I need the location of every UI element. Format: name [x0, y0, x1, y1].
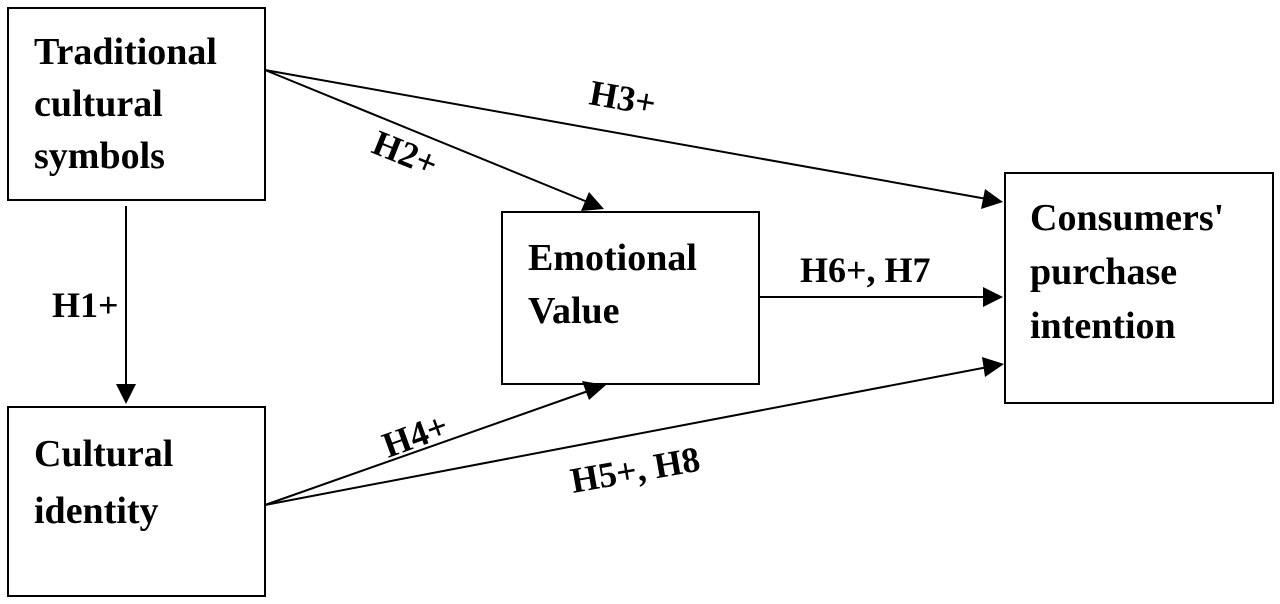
- edge-label-h3: H3+: [587, 72, 659, 123]
- edge-h4: H4+: [264, 381, 606, 506]
- node-label-line: symbols: [34, 135, 165, 177]
- edge-h2: H2+: [264, 69, 604, 211]
- node-label-line: identity: [34, 490, 159, 532]
- node-label-line: purchase: [1030, 251, 1177, 293]
- arrowhead-icon: [116, 384, 136, 404]
- node-box: [501, 211, 760, 385]
- edge-label-h1: H1+: [52, 285, 119, 325]
- edge-label-h4: H4+: [377, 405, 453, 465]
- node-label-line: Consumers': [1030, 197, 1224, 239]
- edge-h6: H6+, H7: [759, 250, 1003, 307]
- node-emotional-value: Emotional Value: [501, 211, 760, 385]
- arrowhead-icon: [982, 357, 1004, 377]
- node-box: [1004, 172, 1274, 404]
- arrowhead-icon: [981, 189, 1003, 209]
- edge-h3: H3+: [264, 69, 1003, 209]
- node-label-line: Value: [528, 290, 620, 332]
- arrowhead-icon: [582, 381, 606, 400]
- arrow-line: [264, 366, 989, 506]
- node-cultural-identity: Cultural identity: [7, 406, 266, 597]
- node-box: [7, 406, 266, 597]
- arrow-line: [264, 69, 988, 200]
- node-label-line: Cultural: [34, 433, 173, 475]
- node-label-line: intention: [1030, 305, 1176, 347]
- edge-label-h6: H6+, H7: [800, 250, 931, 290]
- arrowhead-icon: [581, 192, 604, 211]
- node-label-line: cultural: [34, 83, 163, 125]
- svg-text:Traditional cultural: Traditional cultural symbols: [34, 31, 227, 177]
- svg-text:Emotional Value: Emotional Value: [528, 237, 706, 332]
- node-label-line: Emotional: [528, 237, 697, 279]
- edge-h1: H1+: [52, 206, 136, 404]
- arrow-line: [264, 69, 591, 204]
- edge-label-h2: H2+: [367, 122, 444, 184]
- edge-label-h5: H5+, H8: [567, 439, 702, 501]
- node-box: [7, 7, 266, 201]
- node-label-line: Traditional: [34, 31, 217, 73]
- node-traditional-cultural-symbols: Traditional cultural symbols: [7, 7, 266, 201]
- arrowhead-icon: [983, 287, 1003, 307]
- node-consumers-purchase-intention: Consumers' purchase intention: [1004, 172, 1274, 404]
- arrow-line: [264, 389, 592, 506]
- svg-text:Cultural identity: Cultural identity: [34, 433, 183, 532]
- svg-text:Consumers' purchase: Consumers' purchase intention: [1030, 197, 1234, 347]
